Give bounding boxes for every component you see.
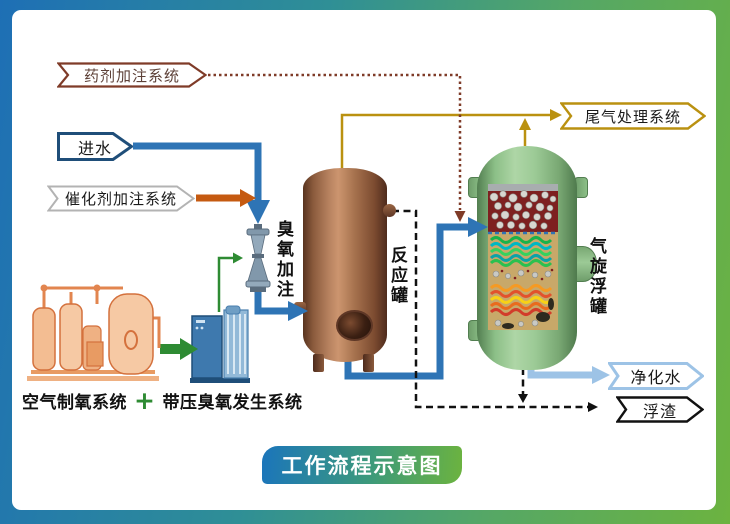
ozone-gas-line [217,256,234,312]
label-flotation-tank: 气旋浮罐 [586,237,606,317]
label-scum: 浮渣 [616,396,704,423]
flotation-inlet-arrowhead [468,217,488,237]
inlet-down-arrowhead [246,200,270,224]
tail-gas-up-arrowhead [519,118,531,130]
plus-icon: + [134,385,156,415]
label-reaction-tank: 反应罐 [387,246,407,306]
scum-text: 浮渣 [642,401,677,421]
reactor-to-flotation-pipe [344,223,470,380]
label-tail-gas-system: 尾气处理系统 [560,102,706,130]
tank-leg [363,354,374,372]
injector-outlet-arrowhead [288,301,308,321]
catalyst-dosing-flag-shape [47,185,195,212]
injector-outlet-pipe [254,288,290,315]
inlet-water-pipe [133,142,262,200]
flotation-cutaway [488,184,558,330]
air-oxygen-system-text: 空气制氧系统 [22,393,127,413]
catalyst-dosing-text: 催化剂加注系统 [64,190,177,208]
catalyst-arrowhead [240,189,256,207]
ozone-line-arrowhead [233,252,243,264]
tank-leg [313,354,324,372]
label-purified-water: 净化水 [608,362,704,390]
scum-flag-shape [616,396,704,423]
tail-gas-flag-shape [560,102,706,130]
reaction-tank [303,168,387,372]
inlet-water-text: 进水 [77,138,112,158]
chemical-dosing-line [208,73,462,210]
purified-water-text: 净化水 [630,368,682,387]
chemical-down-arrowhead [454,211,466,222]
ozone-generator-unit [190,305,250,383]
chemical-dosing-flag-shape [57,62,207,88]
title-banner: 工作流程示意图 [262,446,462,484]
equipment-caption: 空气制氧系统 + 带压臭氧发生系统 [22,385,303,415]
chemical-dosing-text: 药剂加注系统 [83,66,180,85]
manhole-icon [336,310,373,341]
scum-dashed-line [392,209,588,409]
tail-gas-arrowhead [550,109,562,121]
air-oxygen-unit [27,284,161,381]
inlet-water-flag-shape [57,132,133,161]
oxygen-arrowhead [180,338,198,360]
scum-branch-arrowhead [518,394,528,403]
scum-arrowhead [588,402,598,412]
label-chemical-dosing: 药剂加注系统 [57,62,207,88]
ozone-injector [245,224,271,292]
label-inlet-water: 进水 [57,132,133,161]
label-catalyst-dosing: 催化剂加注系统 [47,185,195,212]
tail-gas-pipe [340,113,550,168]
tail-gas-text: 尾气处理系统 [584,107,681,126]
label-ozone-injection: 臭氧加注 [273,220,293,300]
purified-water-flag-shape [608,362,704,390]
ozone-generation-system-text: 带压臭氧发生系统 [162,393,303,413]
purified-arrowhead [592,366,610,384]
reactor-right-nozzle [383,204,396,217]
